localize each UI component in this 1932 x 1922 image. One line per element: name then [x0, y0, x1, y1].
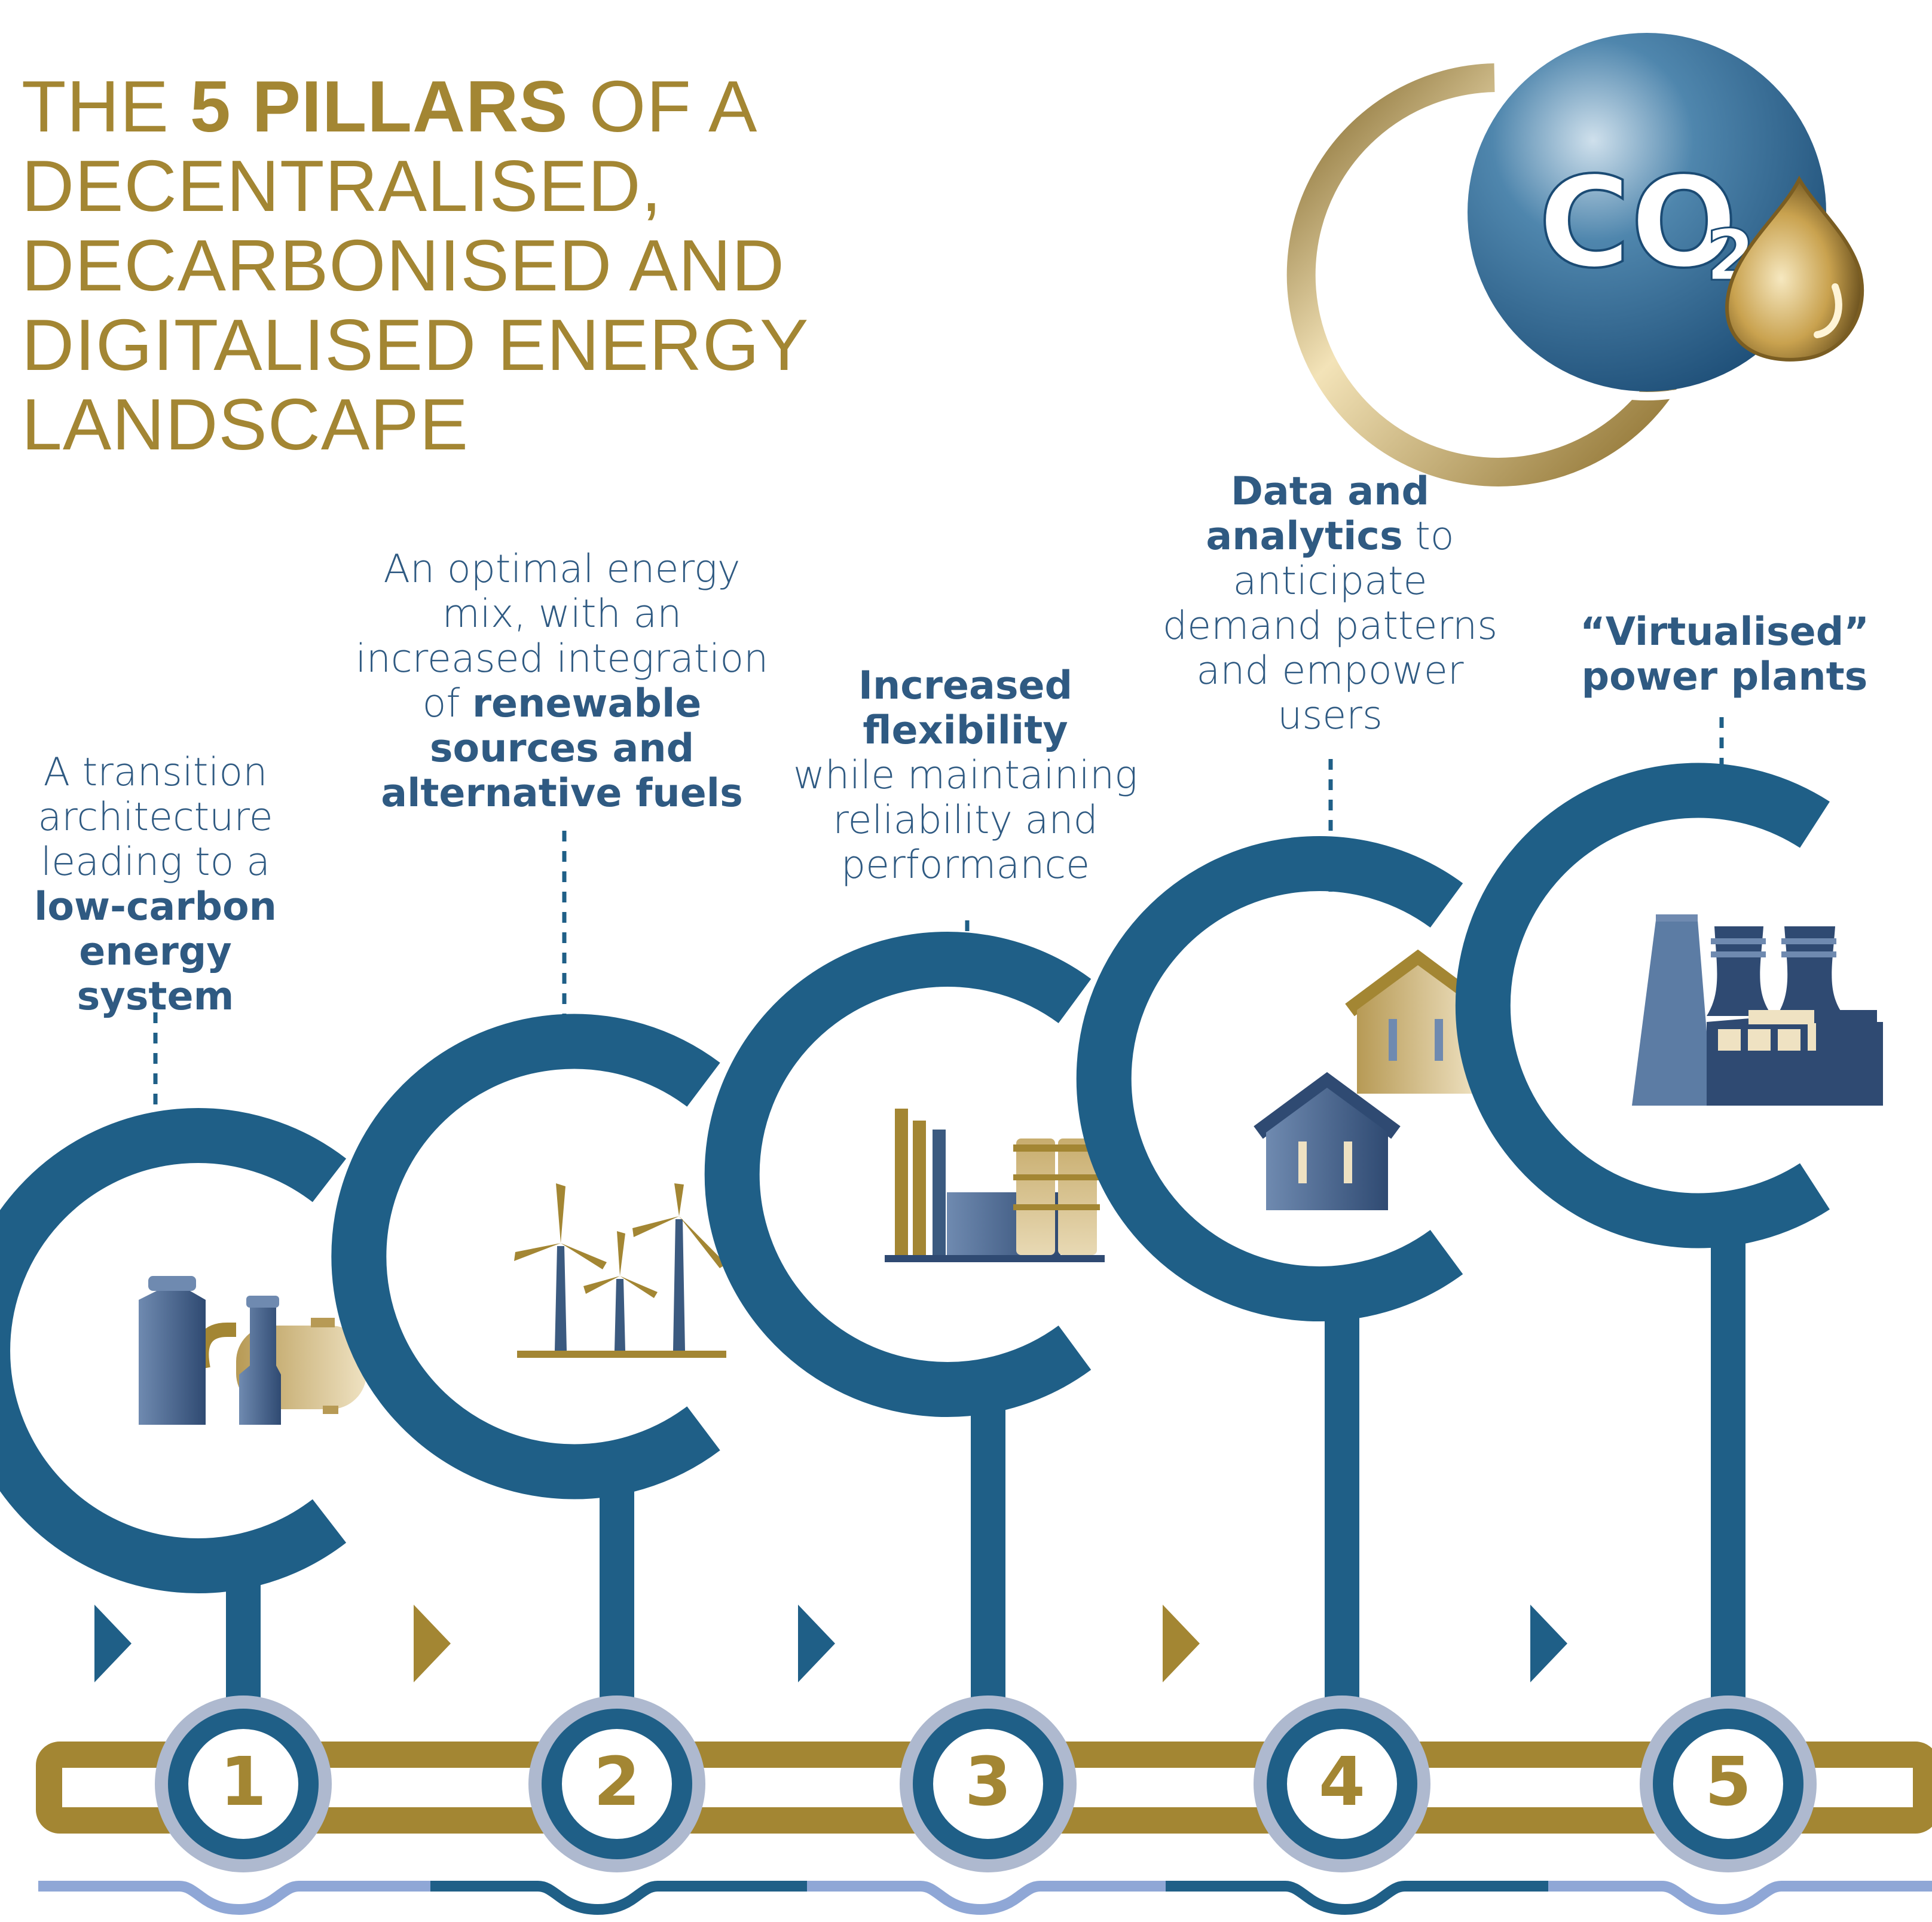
- oil-drop-icon: [1725, 175, 1864, 362]
- desc-line: anticipate: [1233, 559, 1427, 604]
- pillar-2: 2: [331, 1014, 726, 1872]
- desc-bold-line: alternative fuels: [381, 771, 743, 816]
- houses-icon: [1254, 949, 1491, 1210]
- pillar-3-description: Increased flexibility while maintaining …: [771, 663, 1160, 887]
- pillar-4-number: 4: [1319, 1743, 1365, 1821]
- co2-logo: CO 2: [1286, 24, 1864, 486]
- pillar-3-stem: [971, 1369, 1005, 1703]
- power-plant-icon: [1632, 914, 1883, 1106]
- pillar-5: 5: [1455, 763, 1883, 1872]
- step-arrows: [94, 1605, 1567, 1682]
- pillar-2-number: 2: [594, 1743, 640, 1821]
- pillar-4: 4: [1076, 836, 1491, 1872]
- desc-bold-line: power plants: [1581, 654, 1868, 699]
- pillar-4-c-shape: [1076, 836, 1463, 1321]
- logo-gold-ring: [1286, 63, 1693, 486]
- desc-line: to: [1402, 514, 1454, 559]
- desc-bold-line: Data and: [1230, 469, 1430, 514]
- logo-co-text: CO: [1539, 149, 1738, 296]
- pillar-4-description: Data and analytics to anticipate demand …: [1136, 469, 1524, 738]
- pillar-5-description: “Virtualised” power plants: [1530, 610, 1919, 699]
- pillar-2-c-shape: [331, 1014, 720, 1499]
- bottom-wave: [38, 1881, 1932, 1915]
- pillar-1-number: 1: [220, 1743, 267, 1821]
- pillar-3: 3: [704, 932, 1105, 1872]
- arrow-icon: [414, 1605, 451, 1682]
- title-line-5: LANDSCAPE: [22, 384, 469, 465]
- desc-bold-line: sources and: [429, 726, 695, 771]
- desc-line: mix, with an: [442, 592, 682, 636]
- refinery-icon: [885, 1109, 1105, 1262]
- pillar-5-stem: [1711, 1210, 1745, 1703]
- desc-line: increased integration: [355, 636, 769, 681]
- wind-turbines-icon: [514, 1183, 726, 1358]
- desc-bold-line: low-carbon: [34, 885, 277, 929]
- pillar-2-description: An optimal energy mix, with an increased…: [341, 547, 783, 816]
- pillar-4-stem: [1325, 1273, 1359, 1703]
- pillar-1-stem: [226, 1542, 261, 1721]
- arrow-icon: [94, 1605, 132, 1682]
- compressor-tanks-icon: [139, 1276, 366, 1425]
- pillar-5-number: 5: [1705, 1743, 1751, 1821]
- desc-bold-line: analytics: [1206, 514, 1403, 559]
- pillar-1-c-shape: [0, 1108, 347, 1593]
- arrow-icon: [1163, 1605, 1200, 1682]
- title-line-3: DECARBONISED AND: [22, 225, 785, 306]
- desc-bold-line: “Virtualised”: [1579, 610, 1869, 654]
- title-line-1-prefix: THE: [22, 66, 190, 147]
- page-title: THE 5 PILLARS OF A DECENTRALISED, DECARB…: [22, 67, 918, 464]
- desc-line: while maintaining: [793, 753, 1138, 798]
- desc-bold-line: energy system: [77, 929, 234, 1019]
- desc-line: leading to a: [41, 840, 270, 885]
- desc-bold-line: Increased: [858, 663, 1073, 708]
- desc-bold-line: flexibility: [863, 708, 1068, 753]
- pillar-3-number: 3: [965, 1743, 1011, 1821]
- title-line-1-bold: 5 PILLARS: [189, 66, 568, 147]
- desc-line: demand patterns: [1162, 604, 1498, 648]
- desc-line: architecture: [38, 795, 273, 840]
- title-line-2: DECENTRALISED,: [22, 145, 662, 227]
- pillar-1: 1: [0, 1108, 366, 1872]
- desc-bold-line: renewable: [472, 681, 702, 726]
- arrow-icon: [1530, 1605, 1567, 1682]
- desc-line: reliability and: [833, 798, 1098, 843]
- desc-line: and empower: [1196, 648, 1464, 693]
- desc-line: A transition: [43, 750, 268, 795]
- desc-line: performance: [840, 843, 1090, 887]
- pillar-5-c-shape: [1455, 763, 1830, 1248]
- pillar-2-stem: [600, 1452, 634, 1703]
- title-line-4: DIGITALISED ENERGY: [22, 304, 809, 385]
- desc-line: users: [1277, 693, 1383, 738]
- desc-line: of: [422, 681, 472, 726]
- title-line-1-suffix: OF A: [568, 66, 758, 147]
- pillar-3-c-shape: [704, 932, 1092, 1417]
- pillar-1-description: A transition architecture leading to a l…: [0, 750, 311, 1019]
- arrow-icon: [798, 1605, 835, 1682]
- desc-line: An optimal energy: [383, 547, 741, 592]
